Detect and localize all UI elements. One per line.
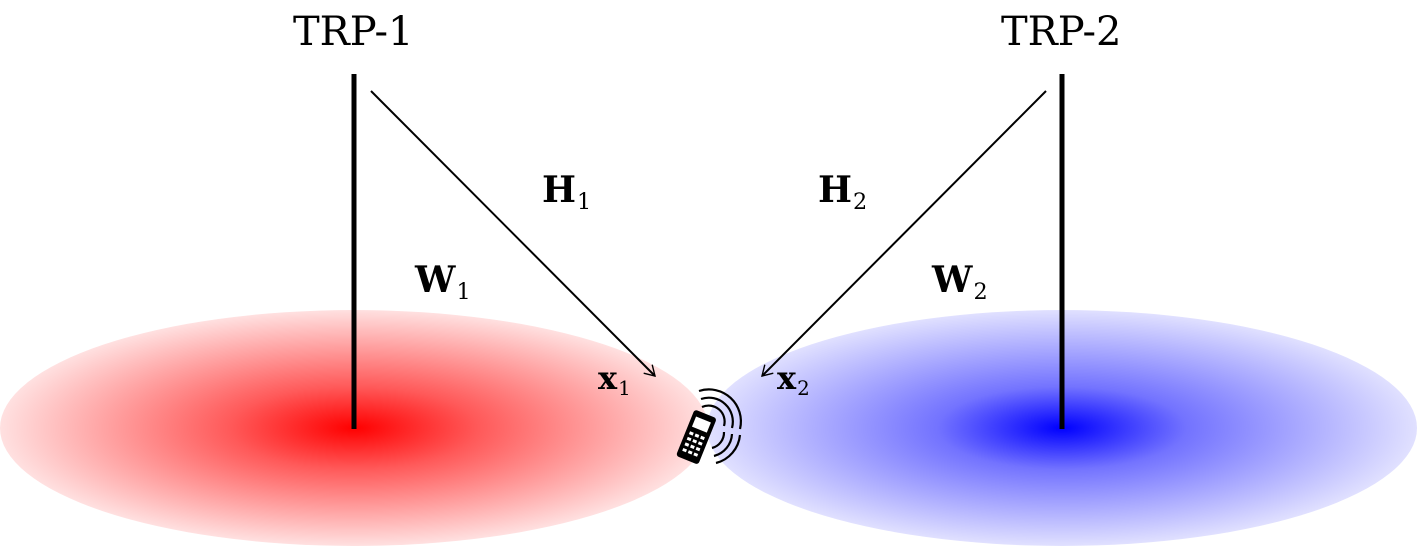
channel-h1-label: H1	[542, 169, 591, 213]
trp-2-label: TRP-2	[1001, 9, 1122, 55]
signal-x2-label: x2	[777, 359, 810, 399]
precoder-w1-symbol: W	[415, 259, 456, 301]
channel-h2-label: H2	[818, 169, 867, 213]
signal-x2-symbol: x	[777, 359, 797, 397]
precoder-w2-label: W2	[932, 259, 988, 303]
trp-2-channel-arrow	[761, 90, 1047, 377]
precoder-w2-subscript: 2	[973, 279, 988, 306]
precoder-w1-label: W1	[415, 259, 471, 303]
signal-x2-subscript: 2	[797, 377, 810, 401]
channel-h1-symbol: H	[542, 169, 577, 211]
trp-1-label: TRP-1	[293, 9, 414, 55]
trp-1-channel-arrow	[370, 90, 656, 377]
channel-h2-subscript: 2	[853, 189, 868, 216]
precoder-w2-symbol: W	[932, 259, 973, 301]
signal-x1-subscript: 1	[618, 377, 631, 401]
precoder-w1-subscript: 1	[456, 279, 471, 306]
channel-h2-symbol: H	[818, 169, 853, 211]
mobile-phone-icon	[676, 388, 742, 465]
signal-x1-symbol: x	[598, 359, 618, 397]
signal-x1-label: x1	[598, 359, 631, 399]
channel-h1-subscript: 1	[577, 189, 592, 216]
